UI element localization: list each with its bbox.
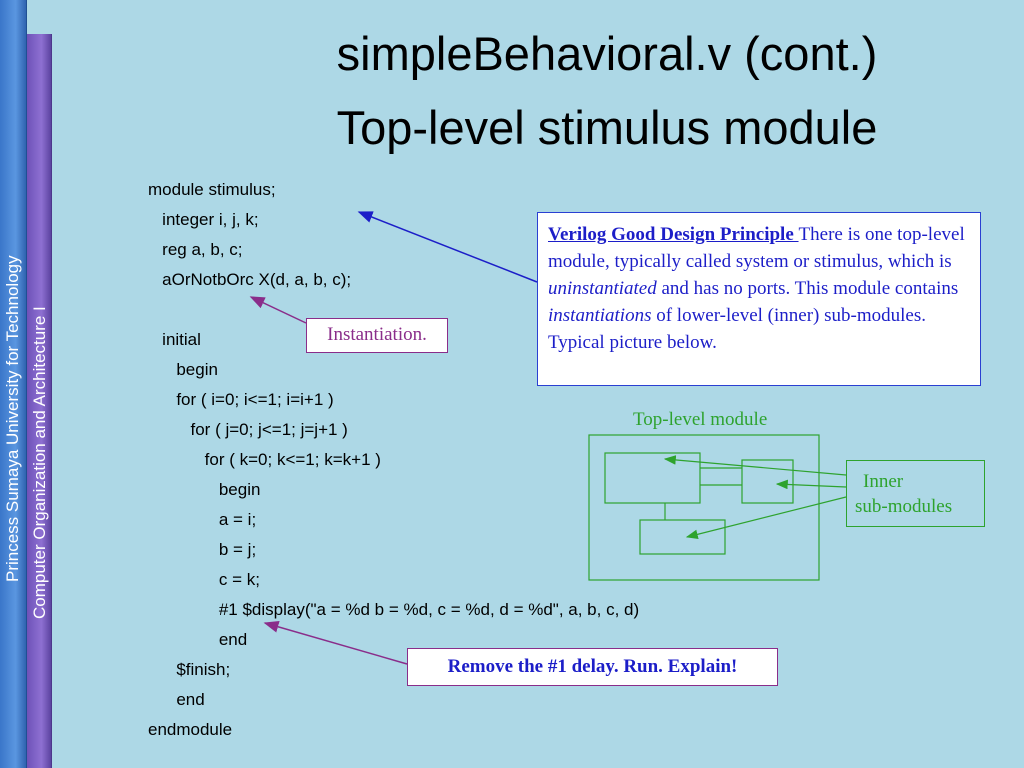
submodule-box-a xyxy=(604,452,701,504)
instantiation-arrow xyxy=(249,296,307,324)
code-line: integer i, j, k; xyxy=(148,210,259,229)
code-line: for ( k=0; k<=1; k=k+1 ) xyxy=(148,450,381,469)
code-line: a = i; xyxy=(148,510,257,529)
slide-title-line2: Top-level stimulus module xyxy=(336,101,878,154)
submodule-box-c xyxy=(639,519,726,555)
inner-submodules-line2: sub-modules xyxy=(855,496,953,517)
design-principle-emphasis: uninstantiated xyxy=(548,278,657,299)
submodule-box-b xyxy=(741,459,794,504)
top-level-module-box xyxy=(588,434,820,581)
code-line: for ( j=0; j<=1; j=j+1 ) xyxy=(148,420,348,439)
code-line: endmodule xyxy=(148,720,233,739)
principle-arrow xyxy=(357,211,538,283)
code-line: begin xyxy=(148,360,218,379)
design-principle-text: There is one top-level module, typically… xyxy=(548,224,965,272)
sidebar-university-bar: Princess Sumaya University for Technolog… xyxy=(0,0,27,768)
inner-arrow-c xyxy=(685,496,847,540)
design-principle-heading: Verilog Good Design Principle xyxy=(548,224,799,245)
design-principle-text: of lower-level (inner) sub-modules. Typi… xyxy=(548,305,926,353)
design-principle-emphasis: instantiations xyxy=(548,305,652,326)
instantiation-callout: Instantiation. xyxy=(306,318,448,353)
code-line: begin xyxy=(148,480,261,499)
slide-title-line1: simpleBehavioral.v (cont.) xyxy=(336,27,878,80)
code-line: $finish; xyxy=(148,660,231,679)
code-line: end xyxy=(148,630,248,649)
inner-arrow-a xyxy=(663,455,847,476)
remove-delay-callout: Remove the #1 delay. Run. Explain! xyxy=(407,648,778,686)
remove-delay-arrow xyxy=(263,620,408,665)
code-line: for ( i=0; i<=1; i=i+1 ) xyxy=(148,390,334,409)
code-line: reg a, b, c; xyxy=(148,240,243,259)
code-line: c = k; xyxy=(148,570,260,589)
inner-submodules-line1: Inner xyxy=(863,471,904,492)
sidebar-course-bar: Computer Organization and Architecture I xyxy=(27,34,52,768)
code-line: module stimulus; xyxy=(148,180,276,199)
code-line: end xyxy=(148,690,205,709)
module-diagram xyxy=(588,434,820,581)
code-line: aOrNotbOrc X(d, a, b, c); xyxy=(148,270,352,289)
inner-arrow-b xyxy=(775,479,847,490)
code-line: b = j; xyxy=(148,540,257,559)
code-line: #1 $display("a = %d b = %d, c = %d, d = … xyxy=(148,600,640,619)
code-block: module stimulus; integer i, j, k; reg a,… xyxy=(148,175,639,745)
inner-submodules-callout: Inner sub-modules xyxy=(846,460,985,527)
design-principle-text: and has no ports. This module contains xyxy=(656,278,959,299)
top-level-module-label: Top-level module xyxy=(633,409,768,430)
code-line: initial xyxy=(148,330,201,349)
design-principle-callout: Verilog Good Design Principle There is o… xyxy=(537,212,981,386)
